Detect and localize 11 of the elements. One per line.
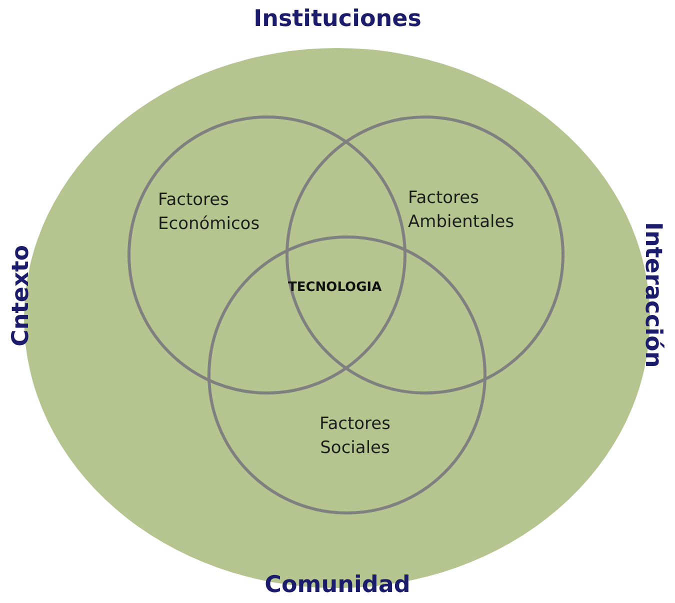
venn-circle (287, 117, 563, 393)
side-label: Interacción (640, 222, 666, 368)
venn-circle (209, 237, 485, 513)
side-label: Comunidad (264, 572, 410, 598)
venn-circle (129, 117, 405, 393)
center-label: TECNOLOGIA (288, 280, 382, 295)
side-label: Cntexto (8, 245, 34, 346)
circle-label: Factores Sociales (318, 413, 392, 460)
circle-label: Factores Económicos (158, 189, 261, 236)
circle-label: Factores Ambientales (408, 187, 516, 234)
side-label: Instituciones (254, 6, 422, 32)
